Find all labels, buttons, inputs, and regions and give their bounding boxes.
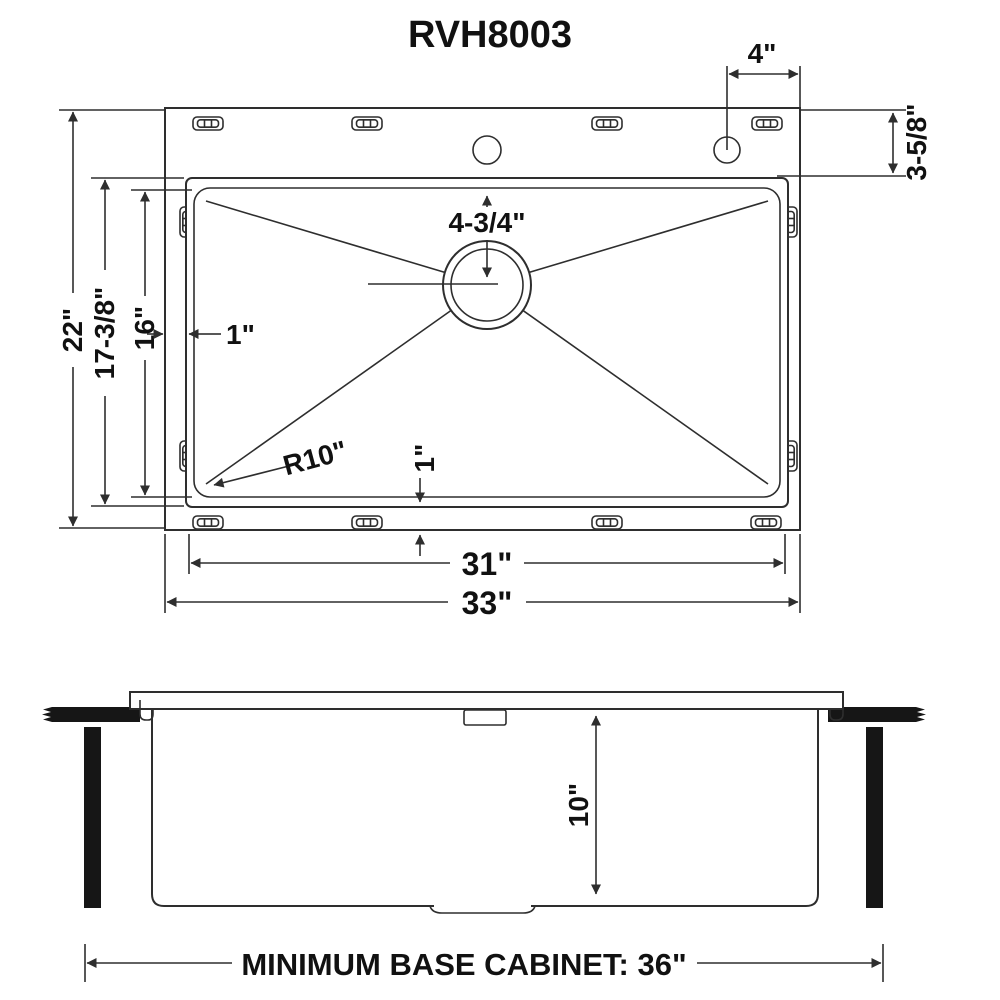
- top-view: 4" 3-5/8" 22" 17-3/8": [57, 38, 932, 621]
- dim-drain-from-back: 4-3/4": [448, 195, 526, 278]
- dim-label: 10": [563, 783, 594, 827]
- sink-rim-profile: [129, 691, 844, 710]
- bowl-cutout-edge: [185, 177, 789, 508]
- dim-deck-to-bowl: 3-5/8": [777, 103, 932, 181]
- model-number-title: RVH8003: [408, 14, 572, 56]
- countertop-break-icon: [916, 707, 926, 722]
- dim-faucet-hole-offset: 4": [726, 38, 801, 150]
- bowl-inner-edge: [193, 187, 781, 498]
- bowl-slope-line: [486, 284, 769, 485]
- dim-label: 16": [129, 306, 160, 350]
- dim-overall-front-to-back: 22": [57, 109, 166, 529]
- faucet-hole-profile: [463, 709, 507, 726]
- dim-minimum-base-cabinet: MINIMUM BASE CABINET: 36": [84, 944, 884, 982]
- dim-bowl-depth: 10": [563, 715, 601, 895]
- dim-left-rim: 1": [147, 319, 255, 350]
- dim-bowl-width: 31": [188, 534, 786, 582]
- countertop-break-icon: [42, 707, 52, 722]
- bowl-slope-line: [486, 200, 769, 286]
- bowl-slope-line: [205, 200, 488, 286]
- dim-bowl-front-to-back: 16": [129, 189, 192, 498]
- dim-label: 1": [409, 444, 440, 473]
- dim-label: 31": [462, 546, 513, 582]
- dim-label: 1": [226, 319, 255, 350]
- faucet-hole: [472, 135, 502, 165]
- dim-label: 22": [57, 308, 88, 352]
- rim-hook-right: [829, 700, 844, 721]
- dim-label: 4": [748, 38, 777, 69]
- bowl-profile: [151, 709, 819, 907]
- dim-label: 33": [462, 585, 513, 621]
- drain-profile: [429, 905, 536, 914]
- cabinet-wall-left: [84, 727, 101, 908]
- bowl-slope-line: [205, 284, 488, 485]
- dim-label: 17-3/8": [89, 287, 120, 380]
- base-cabinet-caption: MINIMUM BASE CABINET: 36": [241, 947, 686, 982]
- dim-cutout-front-to-back: 17-3/8": [89, 177, 184, 507]
- dim-bottom-rim: 1": [409, 444, 440, 556]
- dim-label: 3-5/8": [901, 103, 932, 180]
- dim-overall-width: 33": [164, 534, 801, 621]
- countertop-left: [52, 707, 140, 722]
- side-view: 10" MINIMUM BASE CABINET: 36": [42, 691, 926, 982]
- cabinet-wall-right: [866, 727, 883, 908]
- dim-label: 4-3/4": [448, 207, 525, 238]
- countertop-right: [828, 707, 916, 722]
